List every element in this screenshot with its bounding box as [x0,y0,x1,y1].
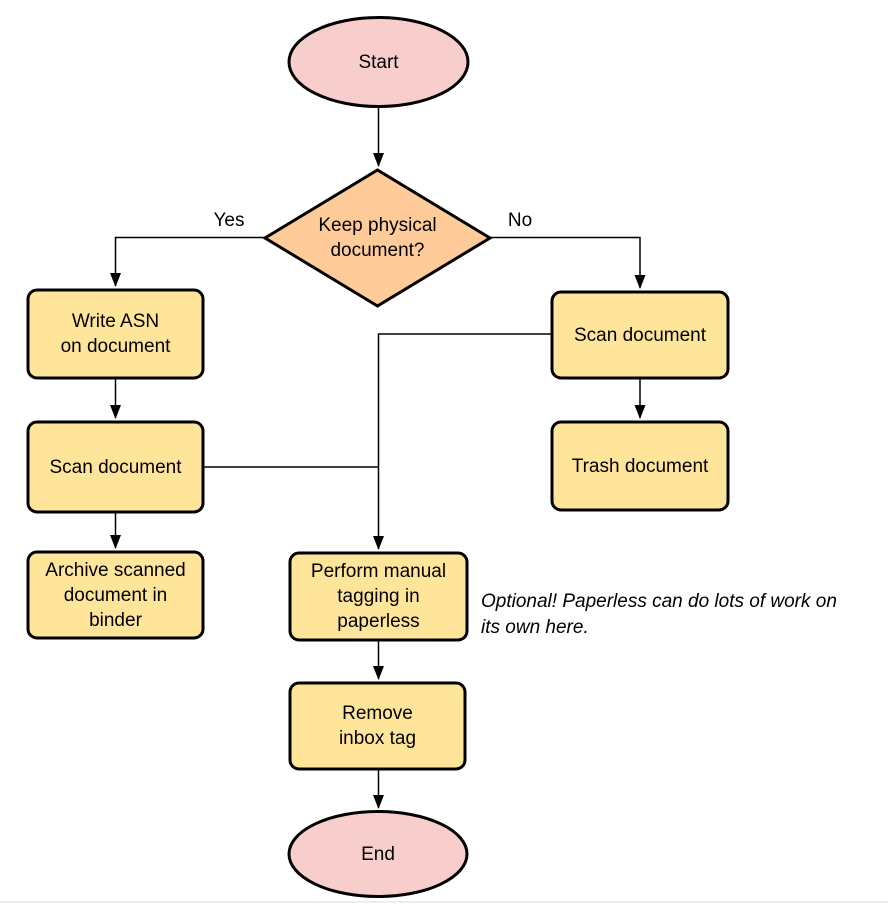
process-scan-left-label: Scan document [49,456,182,478]
edge-label-no: No [507,210,533,231]
process-scan-right-label: Scan document [573,324,707,346]
end-terminator-label: End [361,844,395,865]
decision-diamond-shape [262,168,493,308]
end-terminator-shape [287,810,469,898]
start-terminator-label: Start [358,51,399,73]
connector-decision-no-to-scan-right [490,236,646,289]
note-optional-text: Optional! Paperless can do lots of work … [481,591,837,638]
process-tagging-label: Perform manual tagging in paperless [310,561,447,632]
process-archive-shape [26,550,205,640]
connector-decision-yes-to-write-asn [110,236,265,287]
process-archive-label: Archive scanned document in binder [45,559,186,631]
start-terminator-shape [287,16,470,108]
decision-diamond-label: Keep physical document? [318,215,437,261]
connector-scan-right-to-tagging [373,333,552,550]
edge-label-yes: Yes [213,210,245,231]
bottom-separator-line [0,901,888,903]
process-trash-shape [550,420,730,512]
process-write-asn-label: Write ASN on document [60,311,171,357]
process-trash-label: Trash document [571,455,709,477]
process-remove-inbox-shape [288,681,467,771]
process-remove-inbox-label: Remove inbox tag [338,703,417,749]
